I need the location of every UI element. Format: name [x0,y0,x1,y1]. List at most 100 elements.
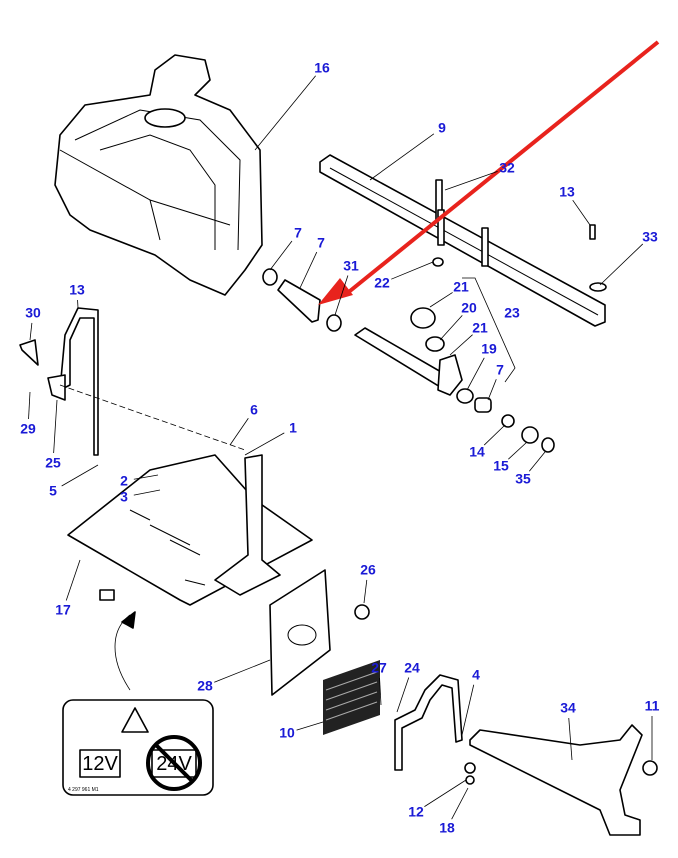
callout-16: 16 [314,60,330,76]
leader-line [369,133,435,181]
leader-line [379,677,382,706]
leader-line [254,75,316,151]
leader-line [61,464,99,487]
callout-6: 6 [250,402,258,418]
leader-line [363,579,368,604]
leader-line [229,418,249,446]
callout-28: 28 [197,678,213,694]
leader-line [461,684,475,736]
part-code: 4 297 961 M1 [68,787,99,793]
leader-line [65,559,81,601]
leader-line [299,251,318,289]
leader-line [508,441,528,460]
callout-25: 25 [45,455,61,471]
callout-15: 15 [493,458,509,474]
warning-triangle-icon [121,707,149,733]
washer [589,282,607,292]
callout-33: 33 [642,229,658,245]
prohibited-icon [146,735,202,791]
leader-line [568,717,573,761]
leader-line [269,240,293,271]
allowed-voltage: 12V [82,753,118,775]
callout-32: 32 [499,160,515,176]
leader-line [424,779,467,807]
highlight-arrow [318,40,660,305]
leader-line [53,399,58,454]
callout-13: 13 [559,184,575,200]
callout-24: 24 [404,660,420,676]
leader-line [133,474,159,480]
callout-1: 1 [289,420,297,436]
callout-14: 14 [469,444,485,460]
callout-4: 4 [472,667,480,683]
bolt [589,224,596,240]
callout-22: 22 [374,275,390,291]
support-bar [319,154,606,327]
callout-7: 7 [317,235,325,251]
knob [354,604,370,620]
callout-9: 9 [438,120,446,136]
hose [277,279,321,323]
cover-plate [269,569,331,696]
leader-line [444,170,498,191]
callout-31: 31 [343,258,359,274]
callout-21: 21 [472,320,488,336]
callout-30: 30 [25,305,41,321]
callout-7: 7 [496,362,504,378]
callout-29: 29 [20,421,36,437]
callout-21: 21 [453,279,469,295]
hose-clamp [262,268,278,286]
leader-line [133,489,161,496]
callout-23: 23 [504,305,520,321]
mounting-bracket [469,724,643,836]
leader-line [29,322,33,341]
warning-decal: 12V 24V 4 297 961 M1 [62,699,214,796]
leader-line [296,721,324,731]
callout-3: 3 [120,489,128,505]
leader-line [529,451,546,472]
callout-18: 18 [439,820,455,836]
callout-20: 20 [461,300,477,316]
fuel-tank [54,54,263,296]
leader-line [451,787,469,820]
callout-13: 13 [69,282,85,298]
leader-line [483,424,506,446]
leader-line [28,391,31,420]
leader-line [599,243,644,286]
battery-holder [214,454,281,596]
leader-line [466,357,485,391]
leader-line [449,334,473,356]
leader-line [244,432,285,456]
callout-19: 19 [481,341,497,357]
callout-7: 7 [294,225,302,241]
elbow [410,307,436,329]
bracket [19,339,39,366]
leader-line [487,379,497,401]
callout-2: 2 [120,473,128,489]
holding-rod [394,674,463,771]
callout-10: 10 [279,725,295,741]
leader-line [391,261,434,280]
callout-35: 35 [515,471,531,487]
callout-26: 26 [360,562,376,578]
callout-11: 11 [645,698,660,714]
callout-5: 5 [49,483,57,499]
callout-34: 34 [560,700,576,716]
callout-bracket [462,277,516,383]
callout-27: 27 [371,660,387,676]
decal-location [99,589,115,601]
leader-line [572,199,591,226]
callout-17: 17 [55,602,71,618]
callout-12: 12 [408,804,424,820]
hose-clamp [326,314,342,332]
leader-line [439,315,463,341]
battery-tray [67,454,313,606]
leader-line [214,659,271,683]
strap [59,307,99,456]
vent-grille [323,660,380,735]
decal-arrow [114,614,131,691]
leader-line [334,275,349,316]
leader-line [429,292,453,308]
